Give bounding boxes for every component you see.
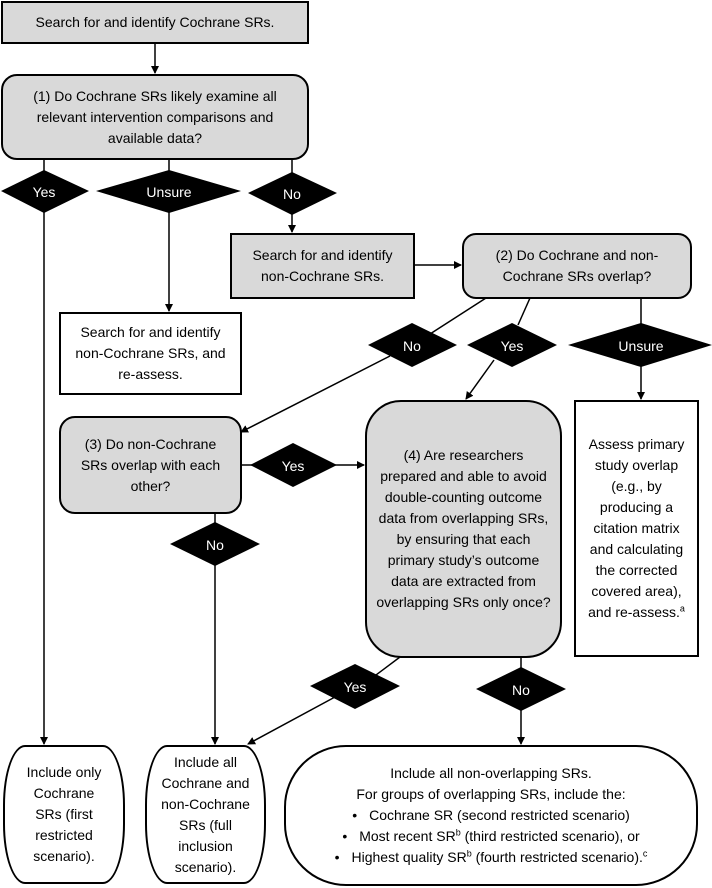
line-q4-yes-b [247, 696, 336, 745]
start-box: Search for and identify Cochrane SRs. [1, 1, 309, 44]
line-q2-yes-b [465, 359, 495, 400]
search-non-cochrane-box: Search for and identify non-Cochrane SRs… [230, 233, 415, 299]
decision-q2-yes-label: Yes [501, 338, 524, 354]
line-q2-no-b [240, 355, 391, 433]
decision-q2-no-label: No [403, 338, 421, 354]
search-reassess-box: Search for and identify non-Cochrane SRs… [59, 312, 242, 395]
decision-q2-no-diamond [368, 323, 457, 367]
line-q2-no-a [429, 297, 487, 335]
decision-q3-no-label: No [206, 537, 224, 553]
decision-q2-yes-diamond [467, 323, 557, 367]
decision-q1-unsure-diamond [96, 170, 241, 213]
decision-q1-unsure-label: Unsure [146, 184, 191, 200]
decision-q3-yes-diamond [250, 443, 337, 487]
decision-q1-yes-diamond [1, 170, 89, 213]
scenario-most-recent: Most recent SRb (third restricted scenar… [335, 826, 648, 847]
decision-q1-no-label: No [283, 186, 301, 202]
question-3-box: (3) Do non-Cochrane SRs overlap with eac… [59, 416, 242, 514]
scenario-list: Cochrane SR (second restricted scenario)… [335, 805, 648, 868]
decision-q2-unsure-diamond [568, 323, 712, 367]
line-q2-yes-a [517, 297, 531, 326]
decision-q1-no-diamond [248, 172, 337, 215]
decision-q2-unsure-label: Unsure [618, 338, 663, 354]
decision-q4-no-diamond [476, 667, 566, 711]
assess-overlap-text: Assess primary study overlap (e.g., by p… [588, 436, 685, 620]
decision-q4-yes-label: Yes [344, 679, 367, 695]
decision-q3-no-diamond [170, 522, 260, 566]
include-cochrane-only-box: Include only Cochrane SRs (first restric… [3, 745, 125, 884]
include-all-box: Include all Cochrane and non-Cochrane SR… [145, 745, 266, 884]
decision-q3-yes-label: Yes [282, 458, 305, 474]
include-nonoverlap-line2: For groups of overlapping SRs, include t… [356, 786, 626, 802]
scenario-highest-quality: Highest quality SRb (fourth restricted s… [335, 847, 648, 868]
footnote-a: a [679, 603, 685, 614]
question-1-box: (1) Do Cochrane SRs likely examine all r… [1, 74, 309, 160]
line-q4-yes-a [371, 656, 401, 679]
question-4-box: (4) Are researchers prepared and able to… [365, 400, 562, 658]
scenario-cochrane: Cochrane SR (second restricted scenario) [335, 805, 648, 826]
assess-overlap-box: Assess primary study overlap (e.g., by p… [574, 400, 699, 657]
include-non-overlapping-box: Include all non-overlapping SRs. For gro… [284, 745, 698, 886]
decision-q1-yes-label: Yes [33, 184, 56, 200]
question-2-box: (2) Do Cochrane and non-Cochrane SRs ove… [462, 233, 692, 299]
decision-q4-yes-diamond [310, 664, 400, 709]
include-nonoverlap-line1: Include all non-overlapping SRs. [390, 765, 592, 781]
decision-q4-no-label: No [512, 682, 530, 698]
